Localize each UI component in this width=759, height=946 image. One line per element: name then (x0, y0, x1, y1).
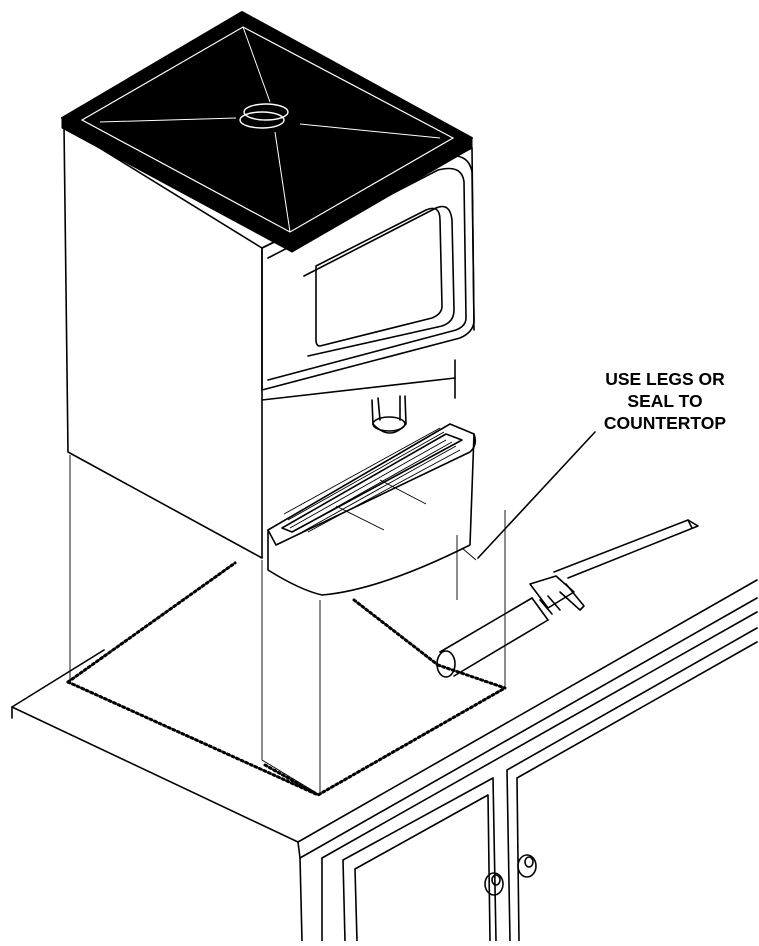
drip-grate (283, 427, 461, 533)
callout-label: USE LEGS OR SEAL TO COUNTERTOP (575, 368, 755, 434)
caulking-gun-icon (436, 519, 699, 678)
display-window (315, 207, 443, 347)
footprint-outline (69, 455, 506, 796)
cabinet-door-right (506, 627, 758, 942)
callout-leader-line (477, 431, 596, 559)
knob-icon (517, 854, 537, 878)
knob-icon (484, 872, 504, 896)
front-panel (261, 155, 475, 391)
callout-line-2: SEAL TO (627, 391, 703, 411)
lid-handle-icon (239, 103, 289, 129)
countertop (11, 579, 758, 859)
cabinet-door-left (342, 777, 497, 942)
callout-line-3: COUNTERTOP (603, 413, 727, 433)
drip-tray (267, 423, 477, 596)
callout-line-1: USE LEGS OR (605, 369, 725, 389)
dispense-nozzle (371, 395, 407, 434)
sealant-bead (66, 561, 507, 797)
lid (61, 11, 473, 253)
cabinet (299, 611, 758, 942)
